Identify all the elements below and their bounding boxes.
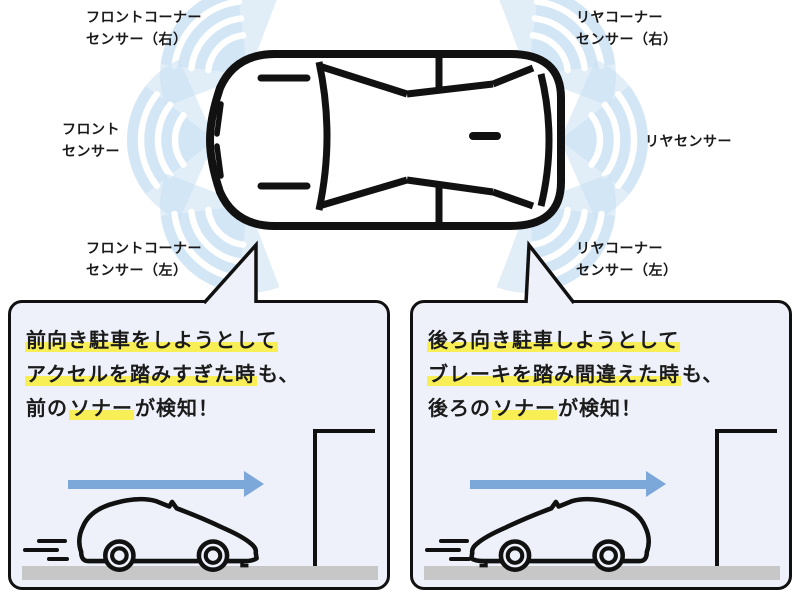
speed-line [449, 557, 471, 561]
wall [313, 429, 317, 569]
car-top-diagram [60, 0, 720, 300]
wall-top [313, 429, 375, 433]
highlighted-text: 前向き駐車をしようとして [25, 328, 279, 352]
callout-front-text: 前向き駐車をしようとして アクセルを踏みすぎた時も、 前のソナーが検知！ [25, 323, 300, 425]
arrow-right-icon [470, 471, 666, 497]
text-line: 後ろ向き駐車しようとして [427, 323, 724, 357]
arrow-right-icon [68, 471, 264, 497]
callout-tail-front [202, 240, 258, 304]
text-line: 前のソナーが検知！ [25, 391, 300, 425]
callout-front-sonar: 前向き駐車をしようとして アクセルを踏みすぎた時も、 前のソナーが検知！ [8, 300, 390, 590]
label-front-sensor: フロント センサー [62, 122, 120, 160]
callout-tail-rear [524, 240, 576, 304]
label-rear-corner-right-sensor: リヤコーナー センサー（右） [576, 10, 678, 48]
speed-line [37, 539, 67, 543]
highlighted-text: 後ろ向き駐車しようとして [427, 328, 681, 352]
car-side-view-reversing [465, 481, 665, 572]
highlighted-text: ソナー [69, 396, 134, 420]
speed-lines-icon [23, 539, 71, 563]
car-side-view-forward [63, 481, 263, 572]
text-line: ブレーキを踏み間違えた時も、 [427, 357, 724, 391]
plain-text: も、 [682, 362, 724, 386]
wall-top [715, 429, 777, 433]
label-front-corner-right-sensor: フロントコーナー センサー（右） [86, 10, 202, 48]
highlighted-text: ソナー [492, 396, 557, 420]
arrow-head [646, 471, 666, 497]
callout-rear-text: 後ろ向き駐車しようとして ブレーキを踏み間違えた時も、 後ろのソナーが検知！ [427, 323, 724, 425]
callout-rear-sonar: 後ろ向き駐車しようとして ブレーキを踏み間違えた時も、 後ろのソナーが検知！ [410, 300, 792, 590]
wall [715, 429, 719, 569]
plain-text: 後ろの [428, 396, 491, 420]
label-rear-corner-left-sensor: リヤコーナー センサー（左） [576, 241, 678, 279]
car-top-view [206, 50, 565, 230]
speed-line [47, 557, 69, 561]
label-rear-sensor: リヤセンサー [645, 134, 732, 150]
arrow-shaft [68, 479, 248, 489]
highlighted-text: アクセルを踏みすぎた時 [25, 362, 257, 386]
speed-line [439, 539, 469, 543]
speed-line [23, 548, 59, 552]
highlighted-text: ブレーキを踏み間違えた時 [427, 362, 681, 386]
text-line: 前向き駐車をしようとして [25, 323, 300, 357]
speed-lines-icon [425, 539, 473, 563]
plain-text: 前の [26, 396, 68, 420]
speed-line [425, 548, 461, 552]
arrow-shaft [470, 479, 650, 489]
plain-text: が検知！ [135, 396, 219, 420]
label-front-corner-left-sensor: フロントコーナー センサー（左） [86, 241, 202, 279]
plain-text: が検知！ [558, 396, 642, 420]
arrow-head [244, 471, 264, 497]
plain-text: も、 [258, 362, 300, 386]
text-line: 後ろのソナーが検知！ [427, 391, 724, 425]
text-line: アクセルを踏みすぎた時も、 [25, 357, 300, 391]
